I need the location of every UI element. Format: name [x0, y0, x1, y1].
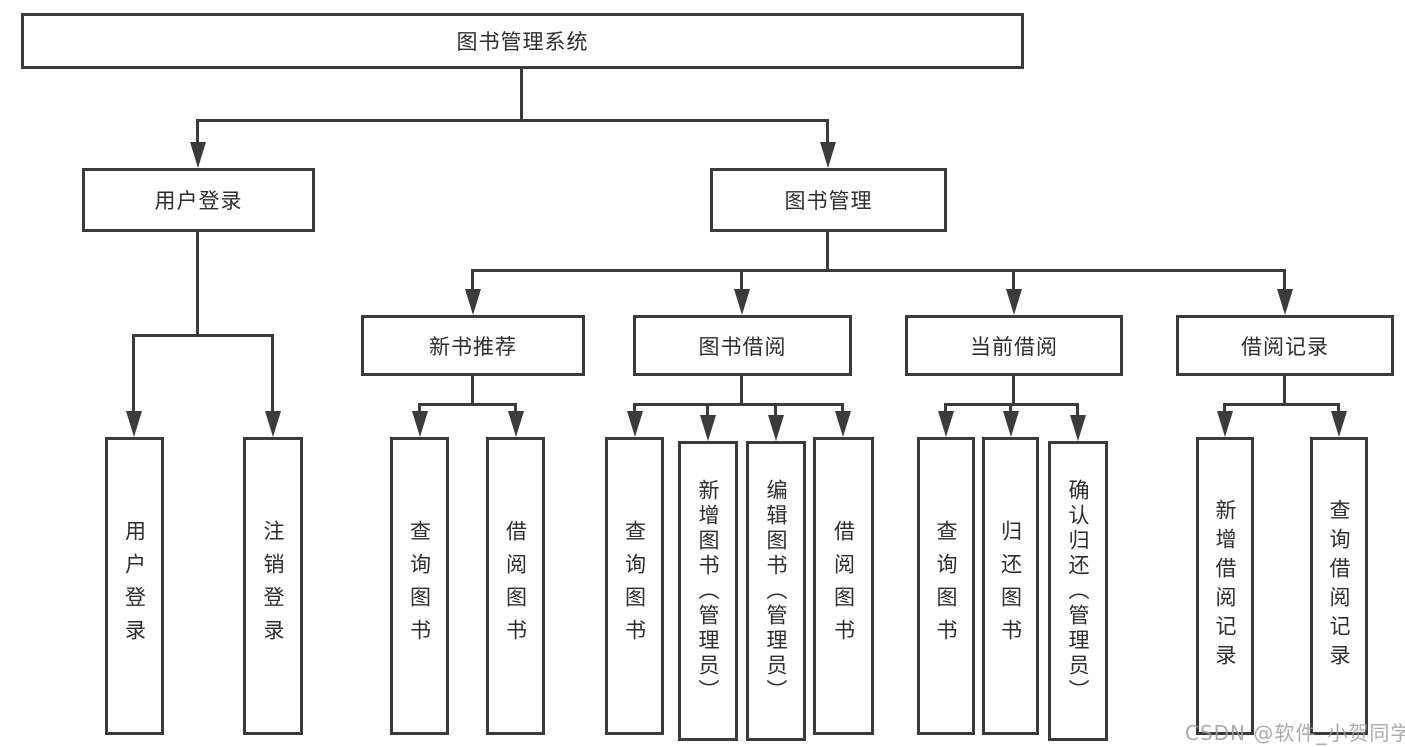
csdn-watermark: CSDN @软件_小贺同学 [1185, 721, 1405, 745]
connector-drop-current-borrow [1012, 269, 1015, 291]
leaf-cb-return-books: 归还图书 [982, 437, 1039, 735]
connector-drop-new-book-rec [471, 269, 474, 291]
arrowhead-user-login [190, 142, 206, 168]
leaf-cb-confirm-return-admin: 确认归还（管理员） [1048, 441, 1108, 741]
node-book-borrow: 图书借阅 [633, 315, 852, 376]
connector-drop-leaf-user-login [132, 334, 135, 411]
connector-current-borrow-stem [1012, 376, 1015, 406]
node-root: 图书管理系统 [21, 13, 1024, 69]
arrowhead-leaf-logout [265, 411, 281, 437]
leaf-bb-borrow-books: 借阅图书 [813, 437, 874, 735]
leaf-user-login: 用户登录 [105, 437, 164, 735]
leaf-bb-borrow-books-label: 借阅图书 [831, 520, 856, 652]
arrowhead-br-query [1331, 411, 1347, 437]
arrowhead-bb-query [627, 411, 643, 437]
arrowhead-bb-edit [768, 415, 784, 441]
connector-book-mgmt-stem [826, 232, 829, 272]
leaf-br-add-record-label: 新增借阅记录 [1213, 499, 1237, 673]
arrowhead-borrow-records [1277, 289, 1293, 315]
leaf-br-add-record: 新增借阅记录 [1196, 437, 1254, 735]
arrowhead-book-mgmt [820, 142, 836, 168]
connector-drop-bb-query [633, 403, 636, 413]
leaf-bb-add-books-admin: 新增图书（管理员） [678, 441, 738, 741]
connector-new-book-rec-bus [418, 403, 517, 406]
leaf-bb-edit-books-admin: 编辑图书（管理员） [746, 441, 806, 741]
connector-drop-bb-borrow [841, 403, 844, 413]
leaf-logout-label: 注销登录 [261, 520, 285, 652]
node-user-login: 用户登录 [82, 168, 315, 232]
leaf-cb-confirm-return-admin-label: 确认归还（管理员） [1066, 478, 1090, 704]
leaf-bb-edit-books-admin-label: 编辑图书（管理员） [764, 478, 788, 704]
arrowhead-cb-query [938, 411, 954, 437]
connector-borrow-records-stem [1283, 376, 1286, 406]
leaf-bb-add-books-admin-label: 新增图书（管理员） [696, 478, 720, 704]
leaf-bb-query-books-label: 查询图书 [622, 520, 647, 652]
connector-new-book-rec-stem [471, 376, 474, 406]
node-current-borrow-label: 当前借阅 [970, 334, 1058, 359]
arrowhead-nbr-query [412, 411, 428, 437]
connector-drop-cb-query [944, 403, 947, 413]
leaf-nbr-borrow-books-label: 借阅图书 [503, 520, 528, 652]
node-root-label: 图书管理系统 [456, 30, 589, 54]
leaf-nbr-query-books-label: 查询图书 [407, 520, 432, 652]
connector-drop-user-login [196, 119, 199, 143]
connector-drop-borrow-records [1283, 269, 1286, 291]
connector-drop-book-borrow [740, 269, 743, 291]
connector-drop-bb-add [706, 403, 709, 417]
leaf-cb-return-books-label: 归还图书 [998, 520, 1023, 652]
leaf-nbr-query-books: 查询图书 [390, 437, 449, 735]
connector-book-borrow-bus [633, 403, 843, 406]
node-book-borrow-label: 图书借阅 [698, 334, 787, 359]
node-new-book-rec-label: 新书推荐 [429, 334, 517, 359]
connector-drop-bb-edit [774, 403, 777, 417]
node-book-mgmt-label: 图书管理 [784, 189, 873, 213]
leaf-cb-query-books: 查询图书 [917, 437, 975, 735]
connector-user-login-stem [196, 232, 199, 336]
leaf-nbr-borrow-books: 借阅图书 [486, 437, 545, 735]
connector-root-bus [196, 119, 829, 122]
arrowhead-cb-confirm [1070, 415, 1086, 441]
arrowhead-leaf-user-login [126, 411, 142, 437]
leaf-bb-query-books: 查询图书 [605, 437, 664, 735]
connector-book-borrow-stem [740, 376, 743, 406]
node-borrow-records-label: 借阅记录 [1241, 334, 1329, 359]
connector-drop-nbr-borrow [514, 403, 517, 413]
node-current-borrow: 当前借阅 [905, 315, 1123, 376]
connector-borrow-records-bus [1223, 403, 1340, 406]
connector-user-login-bus [132, 334, 274, 337]
leaf-logout: 注销登录 [243, 437, 303, 735]
connector-root-stem [520, 69, 523, 121]
leaf-br-query-record: 查询借阅记录 [1310, 437, 1368, 735]
node-user-login-label: 用户登录 [154, 189, 243, 213]
leaf-user-login-label: 用户登录 [122, 520, 147, 652]
arrowhead-cb-return [1003, 411, 1019, 437]
node-new-book-rec: 新书推荐 [361, 315, 585, 376]
node-book-mgmt: 图书管理 [710, 168, 947, 232]
arrowhead-book-borrow [734, 289, 750, 315]
connector-drop-nbr-query [418, 403, 421, 413]
connector-drop-cb-confirm [1076, 403, 1079, 417]
connector-drop-br-add [1223, 403, 1226, 413]
connector-drop-cb-return [1009, 403, 1012, 413]
arrowhead-new-book-rec [465, 289, 481, 315]
connector-drop-leaf-logout [271, 334, 274, 411]
arrowhead-nbr-borrow [508, 411, 524, 437]
connector-drop-book-mgmt [826, 119, 829, 143]
connector-book-mgmt-bus [471, 269, 1286, 272]
node-borrow-records: 借阅记录 [1176, 315, 1394, 376]
leaf-cb-query-books-label: 查询图书 [934, 520, 958, 652]
leaf-br-query-record-label: 查询借阅记录 [1327, 499, 1351, 673]
arrowhead-bb-add [700, 415, 716, 441]
arrowhead-current-borrow [1006, 289, 1022, 315]
arrowhead-bb-borrow [835, 411, 851, 437]
arrowhead-br-add [1217, 411, 1233, 437]
connector-drop-br-query [1337, 403, 1340, 413]
